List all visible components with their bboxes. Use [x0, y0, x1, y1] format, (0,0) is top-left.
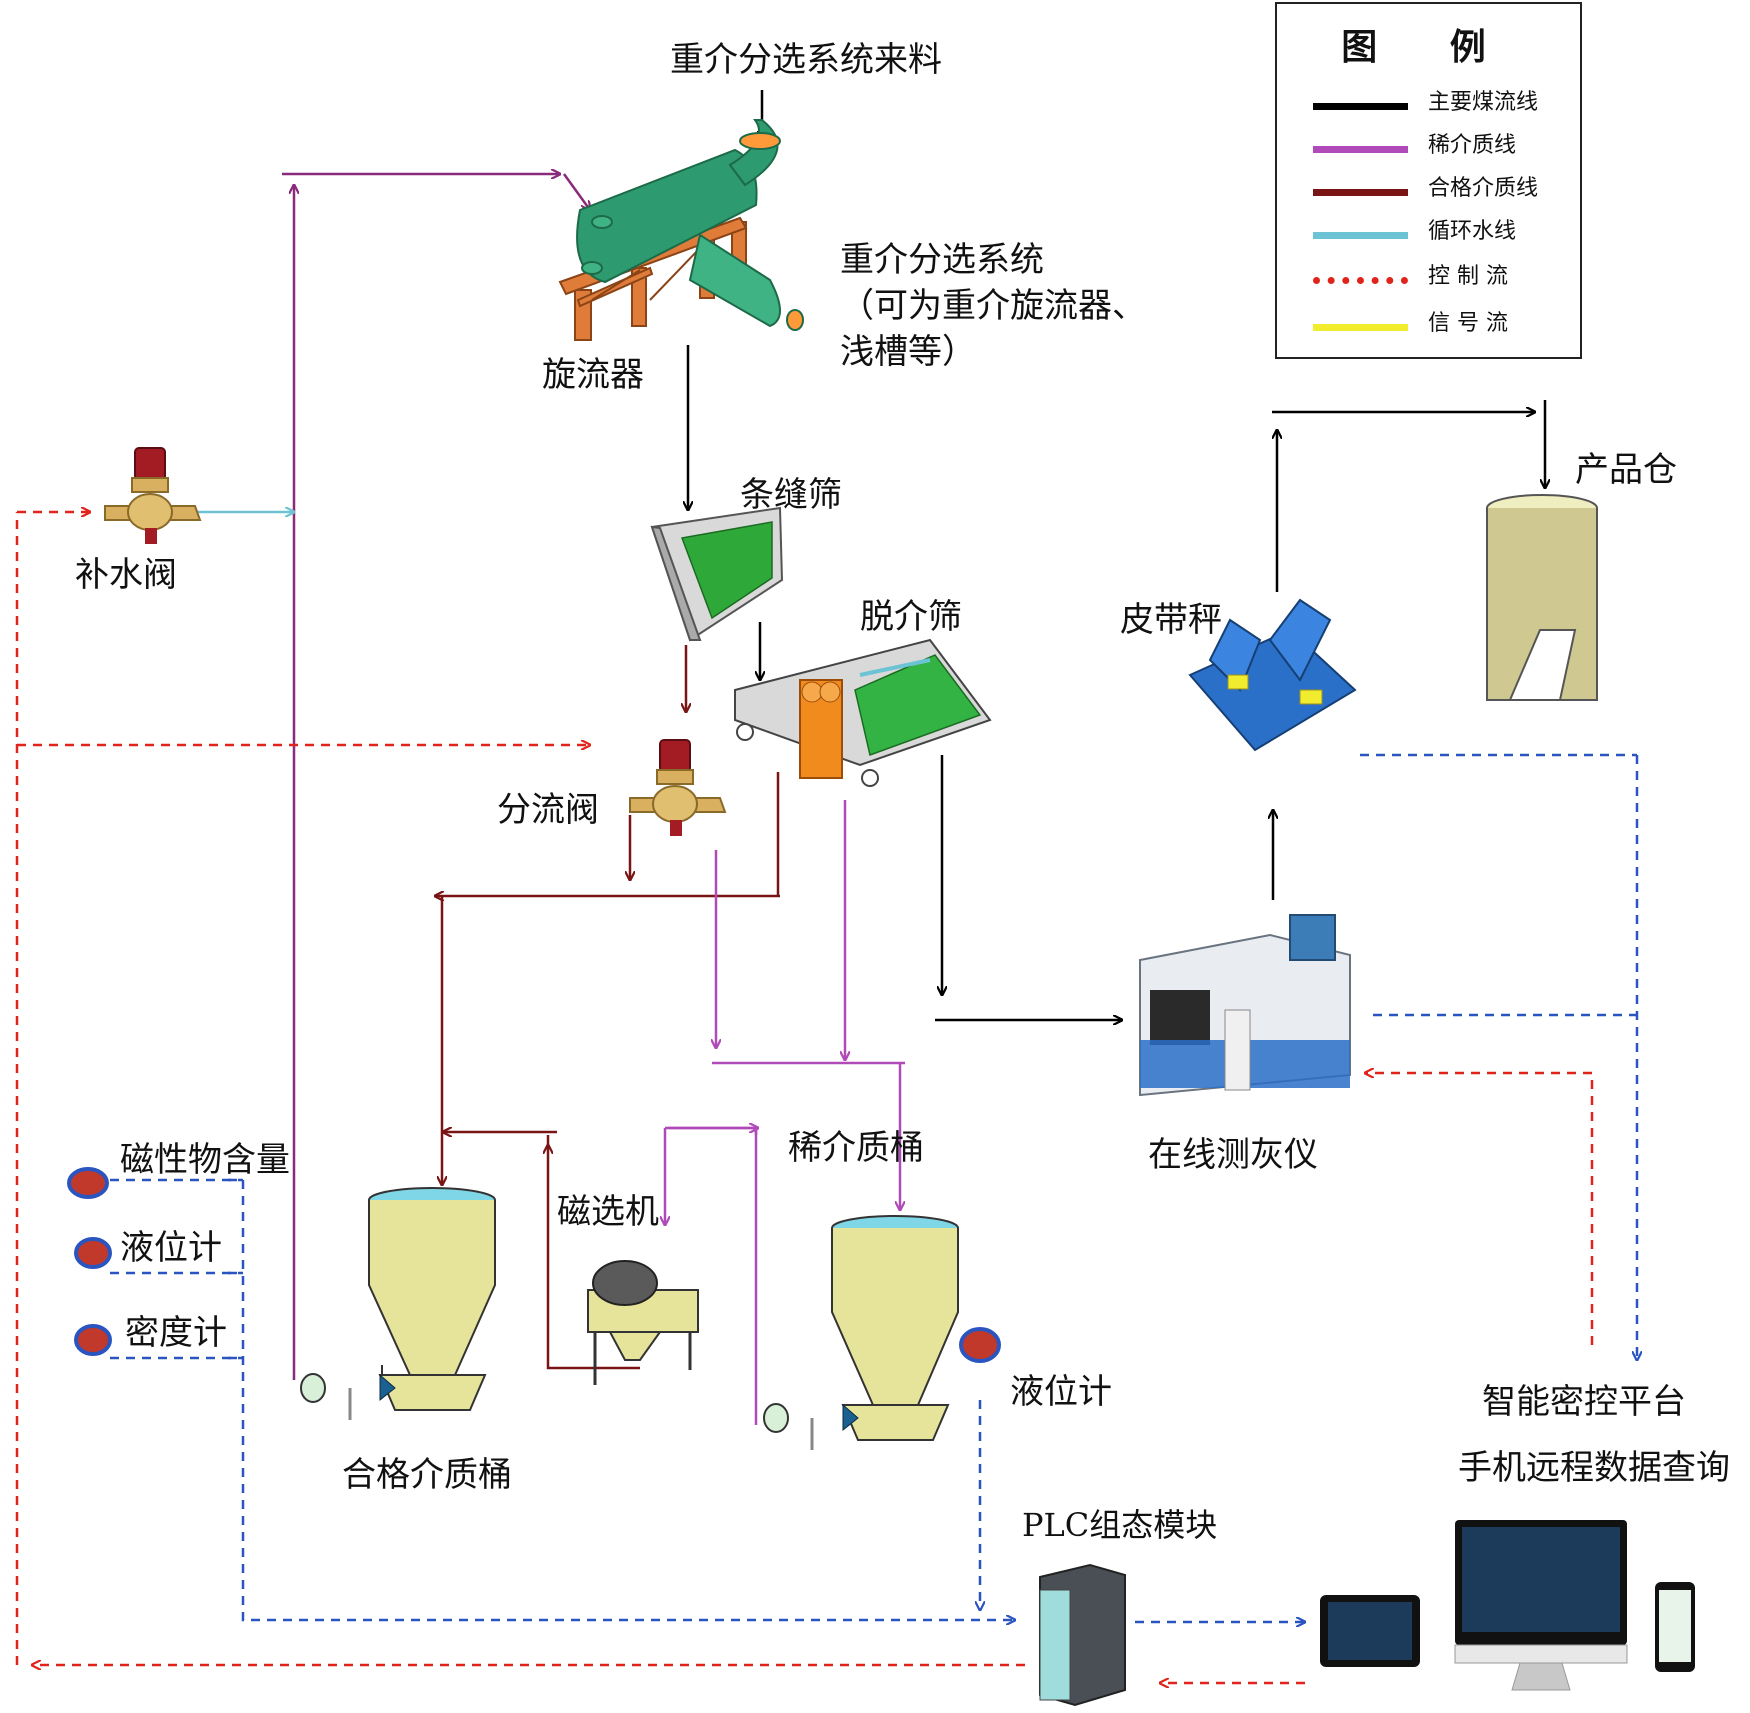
label-magnetic-content: 磁性物含量	[120, 1140, 290, 1180]
legend-label: 控 制 流	[1428, 264, 1508, 289]
legend-label: 信 号 流	[1428, 311, 1508, 336]
label-level-meter-right: 液位计	[1010, 1372, 1112, 1412]
ash-analyzer-icon	[1139, 914, 1351, 1097]
label-slot-screen: 条缝筛	[740, 475, 842, 515]
desktop-monitor-icon	[1454, 1520, 1628, 1691]
slot-screen-icon	[650, 506, 784, 642]
cyclone-icon	[558, 119, 804, 341]
desliming-screen-icon	[734, 638, 992, 787]
legend-swatch-qualified	[1313, 189, 1408, 196]
label-system-line1: 重介分选系统	[840, 240, 1044, 280]
label-ash-analyzer: 在线测灰仪	[1148, 1135, 1318, 1175]
signal-flow-lines	[110, 753, 1637, 1622]
makeup-water-riser	[282, 174, 590, 1380]
legend-swatch-coal	[1313, 103, 1408, 110]
sensor-magnetic-content-icon	[67, 1167, 109, 1199]
plc-module-icon	[1039, 1563, 1126, 1707]
label-level-meter-left: 液位计	[120, 1228, 222, 1268]
legend-item-dilute: 稀介质线	[1313, 133, 1573, 163]
sensor-level-right-icon	[959, 1327, 1001, 1363]
dilute-tank-icon	[763, 1215, 959, 1450]
label-system-line2: （可为重介旋流器、	[840, 286, 1146, 326]
legend-item-signal: 信 号 流	[1313, 311, 1573, 341]
legend-label: 主要煤流线	[1428, 90, 1539, 115]
label-product-bin: 产品仓	[1575, 450, 1677, 490]
label-plc: PLC组态模块	[1022, 1506, 1218, 1544]
legend-item-coal: 主要煤流线	[1313, 90, 1573, 120]
label-platform: 智能密控平台	[1482, 1382, 1686, 1422]
qualified-medium-lines	[435, 645, 780, 1370]
label-mobile-query: 手机远程数据查询	[1458, 1448, 1730, 1488]
legend-item-control: 控 制 流	[1313, 264, 1573, 294]
sensor-level-left-icon	[74, 1237, 112, 1269]
legend-label: 稀介质线	[1428, 133, 1517, 158]
magnetic-separator-icon	[587, 1260, 699, 1385]
legend-swatch-control	[1313, 277, 1408, 284]
coal-flow-lines	[688, 90, 1545, 1020]
product-bin-icon	[1486, 494, 1598, 701]
legend-swatch-water	[1313, 232, 1408, 239]
legend-item-qualified: 合格介质线	[1313, 176, 1573, 206]
label-density-meter: 密度计	[125, 1313, 227, 1353]
label-belt-scale: 皮带秤	[1120, 600, 1222, 640]
legend-label: 循环水线	[1428, 219, 1517, 244]
label-desliming-screen: 脱介筛	[860, 597, 962, 637]
label-cyclone: 旋流器	[542, 355, 644, 395]
label-magnetic-separator: 磁选机	[557, 1192, 659, 1232]
qualified-tank-icon	[300, 1187, 496, 1420]
sensor-density-icon	[74, 1324, 112, 1356]
label-diverter-valve: 分流阀	[497, 790, 599, 830]
belt-scale-icon	[1188, 598, 1357, 752]
legend: 图 例 主要煤流线 稀介质线 合格介质线 循环水线 控 制 流 信 号 流	[1275, 2, 1582, 359]
tablet-icon	[1320, 1595, 1420, 1667]
control-flow-lines	[15, 512, 1594, 1683]
dilute-medium-lines	[665, 800, 905, 1425]
legend-item-water: 循环水线	[1313, 219, 1573, 249]
legend-swatch-signal	[1313, 324, 1408, 331]
makeup-valve-icon	[104, 447, 202, 544]
label-feed: 重介分选系统来料	[670, 40, 942, 80]
diverter-valve-icon	[629, 739, 727, 836]
smartphone-icon	[1655, 1582, 1695, 1672]
label-system-line3: 浅槽等）	[840, 332, 976, 372]
legend-swatch-dilute	[1313, 146, 1408, 153]
label-dilute-tank: 稀介质桶	[788, 1128, 924, 1168]
legend-title: 图 例	[1341, 26, 1516, 68]
label-makeup-valve: 补水阀	[75, 555, 177, 595]
legend-label: 合格介质线	[1428, 176, 1539, 201]
label-qualified-tank: 合格介质桶	[342, 1455, 512, 1495]
